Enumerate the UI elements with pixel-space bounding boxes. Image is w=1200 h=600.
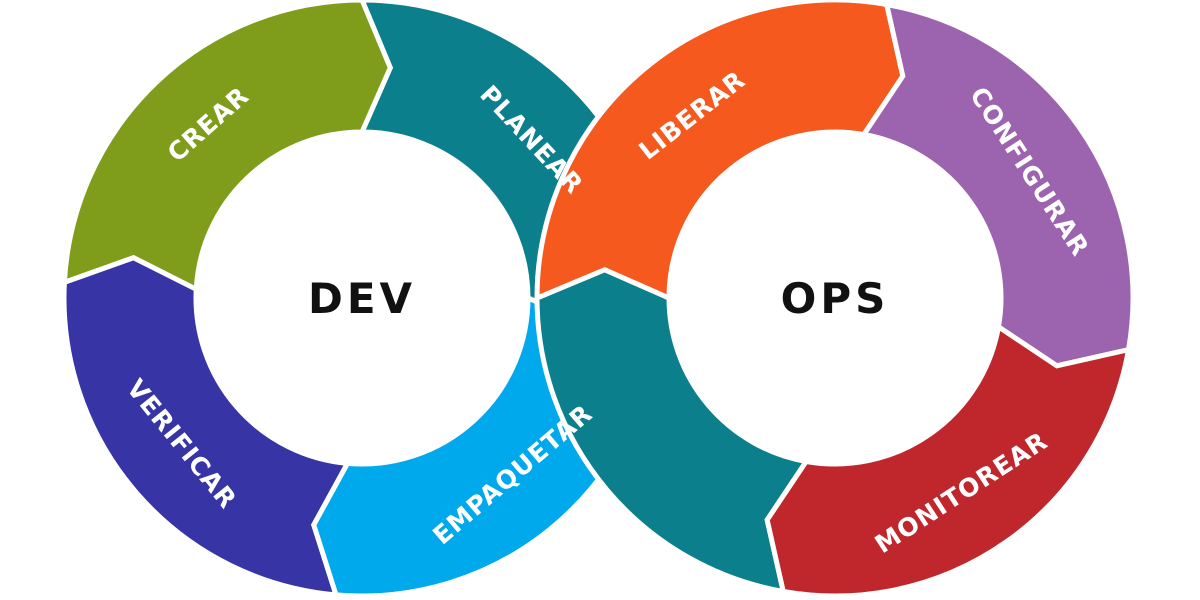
ops-center-label: OPS (781, 274, 890, 323)
dev-center (194, 130, 530, 466)
ops-center (667, 130, 1003, 466)
dev-center-label: DEV (308, 274, 416, 323)
